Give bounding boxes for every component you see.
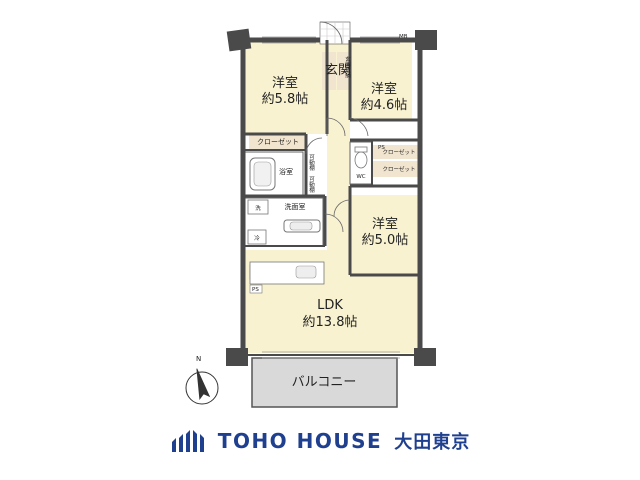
closet-1-area <box>249 134 306 149</box>
movable-shelf-2-label: 可動棚 <box>308 176 315 194</box>
closet-2-area <box>372 145 418 159</box>
compass-icon: N <box>185 355 219 405</box>
closet-3-label: クローゼット <box>382 165 415 173</box>
kitchen-counter <box>249 261 325 294</box>
western-room-2-size: 約4.6帖 <box>361 98 408 113</box>
western-room-2-area <box>350 42 412 120</box>
western-room-3-name: 洋室 <box>372 216 398 232</box>
ldk-size: 約13.8帖 <box>303 315 358 330</box>
closet-3-area <box>372 161 418 177</box>
balcony-label: バルコニー <box>292 375 357 390</box>
washer-icon <box>247 199 269 215</box>
washroom-label: 洗面室 <box>285 202 306 211</box>
brand-footer: TOHO HOUSE 大田東京 <box>0 425 640 457</box>
closet-2-label: クローゼット <box>382 148 415 156</box>
entrance-tiles <box>319 21 351 45</box>
windows <box>262 36 400 359</box>
ps-2-label: PS <box>252 287 259 293</box>
hallway-area <box>327 120 350 250</box>
walls <box>226 28 437 366</box>
fridge-icon <box>247 229 267 245</box>
entrance-label: 玄関 <box>325 63 351 78</box>
wc-label: WC <box>356 174 365 180</box>
western-room-1-size: 約5.8帖 <box>262 92 309 107</box>
fridge-label: 冷 <box>254 234 260 242</box>
washer-label: 洗 <box>255 204 261 212</box>
western-room-2-name: 洋室 <box>371 81 397 97</box>
balcony <box>251 357 398 408</box>
bathtub-icon <box>249 157 276 191</box>
mbox-label: MB <box>399 34 408 40</box>
movable-shelf-1-label: 可動棚 <box>308 154 315 172</box>
brand-branch: 大田東京 <box>394 432 471 453</box>
brand-name: TOHO HOUSE <box>217 429 383 453</box>
compass-north-label: N <box>196 355 201 363</box>
entrance-storage-area-2 <box>337 52 349 90</box>
bathroom-label: 浴室 <box>279 167 293 176</box>
entrance-storage-label: 玄関収納 <box>344 55 351 80</box>
ldk-name: LDK <box>317 298 343 313</box>
floor-plan: 洋室 約5.8帖 洋室 約4.6帖 洋室 約5.0帖 LDK 約13.8帖 玄関… <box>185 21 437 408</box>
toilet-icon <box>354 146 368 169</box>
closet-1-label: クローゼット <box>257 137 299 146</box>
western-room-1-area <box>243 42 327 134</box>
toho-house-logo-icon <box>171 430 204 452</box>
western-room-3-size: 約5.0帖 <box>362 233 409 248</box>
door-swings <box>305 21 369 233</box>
western-room-1-name: 洋室 <box>272 75 298 91</box>
ps-1-label: PS <box>378 145 385 151</box>
sink-icon <box>283 219 321 233</box>
